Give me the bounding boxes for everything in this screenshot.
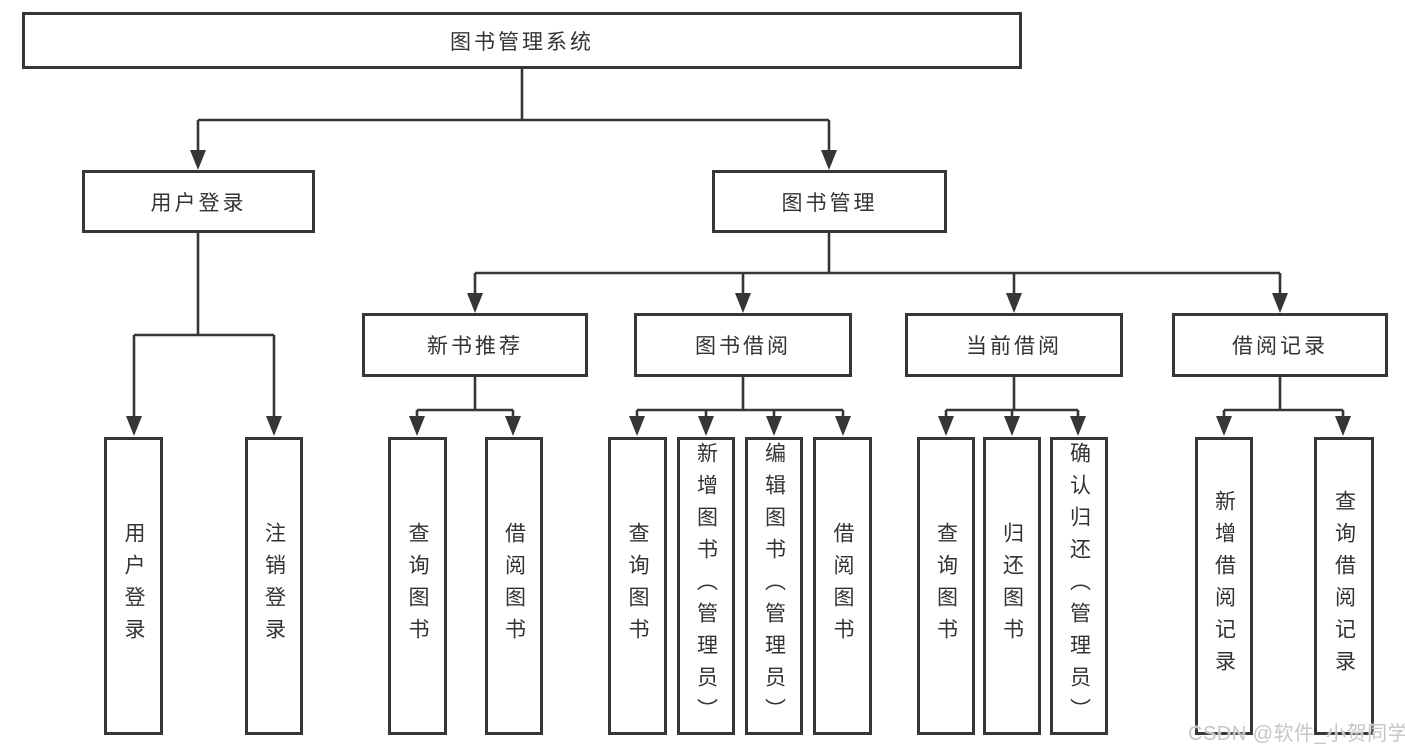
node-book-borrowing: 图书借阅 bbox=[634, 313, 852, 377]
connector-user-login-to-leaves bbox=[126, 233, 282, 436]
leaf-user-login: 用户登录 bbox=[104, 437, 163, 735]
leaf-label: 新增借阅记录 bbox=[1212, 490, 1236, 682]
arrowhead-icon bbox=[1070, 416, 1086, 436]
connector-borrow-records-to-leaves bbox=[1216, 377, 1351, 436]
leaf-label: 用户登录 bbox=[122, 522, 146, 650]
leaf-query-borrow-record: 查询借阅记录 bbox=[1314, 437, 1374, 735]
arrowhead-icon bbox=[1006, 293, 1022, 313]
arrowhead-icon bbox=[1216, 416, 1232, 436]
node-book-management: 图书管理 bbox=[712, 170, 947, 233]
node-label: 用户登录 bbox=[150, 191, 247, 215]
node-current-borrowing: 当前借阅 bbox=[905, 313, 1123, 377]
leaf-label: 编辑图书（管理员） bbox=[762, 442, 786, 730]
leaf-query-books-newbooks: 查询图书 bbox=[388, 437, 447, 735]
arrowhead-icon bbox=[409, 416, 425, 436]
arrowhead-icon bbox=[467, 293, 483, 313]
arrowhead-icon bbox=[1335, 416, 1351, 436]
node-root-system: 图书管理系统 bbox=[22, 12, 1022, 69]
node-label: 图书管理 bbox=[781, 191, 878, 215]
arrowhead-icon bbox=[190, 150, 206, 170]
arrowhead-icon bbox=[629, 416, 645, 436]
leaf-label: 注销登录 bbox=[262, 522, 286, 650]
leaf-add-borrow-record: 新增借阅记录 bbox=[1195, 437, 1253, 735]
leaf-label: 借阅图书 bbox=[831, 522, 855, 650]
watermark: CSDN @软件_小贺同学 bbox=[1188, 723, 1405, 745]
leaf-label: 确认归还（管理员） bbox=[1067, 442, 1091, 730]
node-borrowing-records: 借阅记录 bbox=[1172, 313, 1388, 377]
leaf-label: 新增图书（管理员） bbox=[694, 442, 718, 730]
arrowhead-icon bbox=[505, 416, 521, 436]
arrowhead-icon bbox=[698, 416, 714, 436]
connector-root-to-level2 bbox=[190, 69, 837, 170]
leaf-label: 查询图书 bbox=[406, 522, 430, 650]
leaf-label: 查询借阅记录 bbox=[1332, 490, 1356, 682]
leaf-edit-book-admin: 编辑图书（管理员） bbox=[745, 437, 803, 735]
arrowhead-icon bbox=[766, 416, 782, 436]
arrowhead-icon bbox=[821, 150, 837, 170]
node-label: 新书推荐 bbox=[427, 335, 523, 358]
arrowhead-icon bbox=[266, 416, 282, 436]
node-label: 图书借阅 bbox=[695, 335, 791, 358]
leaf-query-books-current: 查询图书 bbox=[917, 437, 975, 735]
connector-current-borrow-to-leaves bbox=[938, 377, 1086, 436]
arrowhead-icon bbox=[735, 293, 751, 313]
leaf-confirm-return-admin: 确认归还（管理员） bbox=[1050, 437, 1108, 735]
leaf-label: 查询图书 bbox=[626, 522, 650, 650]
leaf-logout: 注销登录 bbox=[245, 437, 303, 735]
arrowhead-icon bbox=[938, 416, 954, 436]
leaf-borrow-books-newbooks: 借阅图书 bbox=[485, 437, 543, 735]
node-user-login: 用户登录 bbox=[82, 170, 315, 233]
leaf-label: 归还图书 bbox=[1000, 522, 1024, 650]
arrowhead-icon bbox=[1004, 416, 1020, 436]
node-label: 当前借阅 bbox=[966, 335, 1062, 358]
node-label: 图书管理系统 bbox=[450, 30, 594, 54]
leaf-borrow-books: 借阅图书 bbox=[813, 437, 872, 735]
arrowhead-icon bbox=[835, 416, 851, 436]
arrowhead-icon bbox=[126, 416, 142, 436]
leaf-query-books-borrow: 查询图书 bbox=[608, 437, 667, 735]
connector-book-mgmt-to-level3 bbox=[467, 233, 1288, 313]
node-new-book-recommend: 新书推荐 bbox=[362, 313, 588, 377]
arrowhead-icon bbox=[1272, 293, 1288, 313]
node-label: 借阅记录 bbox=[1232, 335, 1328, 358]
leaf-add-book-admin: 新增图书（管理员） bbox=[677, 437, 735, 735]
connector-new-books-to-leaves bbox=[409, 377, 521, 436]
leaf-label: 借阅图书 bbox=[502, 522, 526, 650]
leaf-return-book: 归还图书 bbox=[983, 437, 1041, 735]
leaf-label: 查询图书 bbox=[934, 522, 958, 650]
connector-book-borrow-to-leaves bbox=[629, 377, 851, 436]
